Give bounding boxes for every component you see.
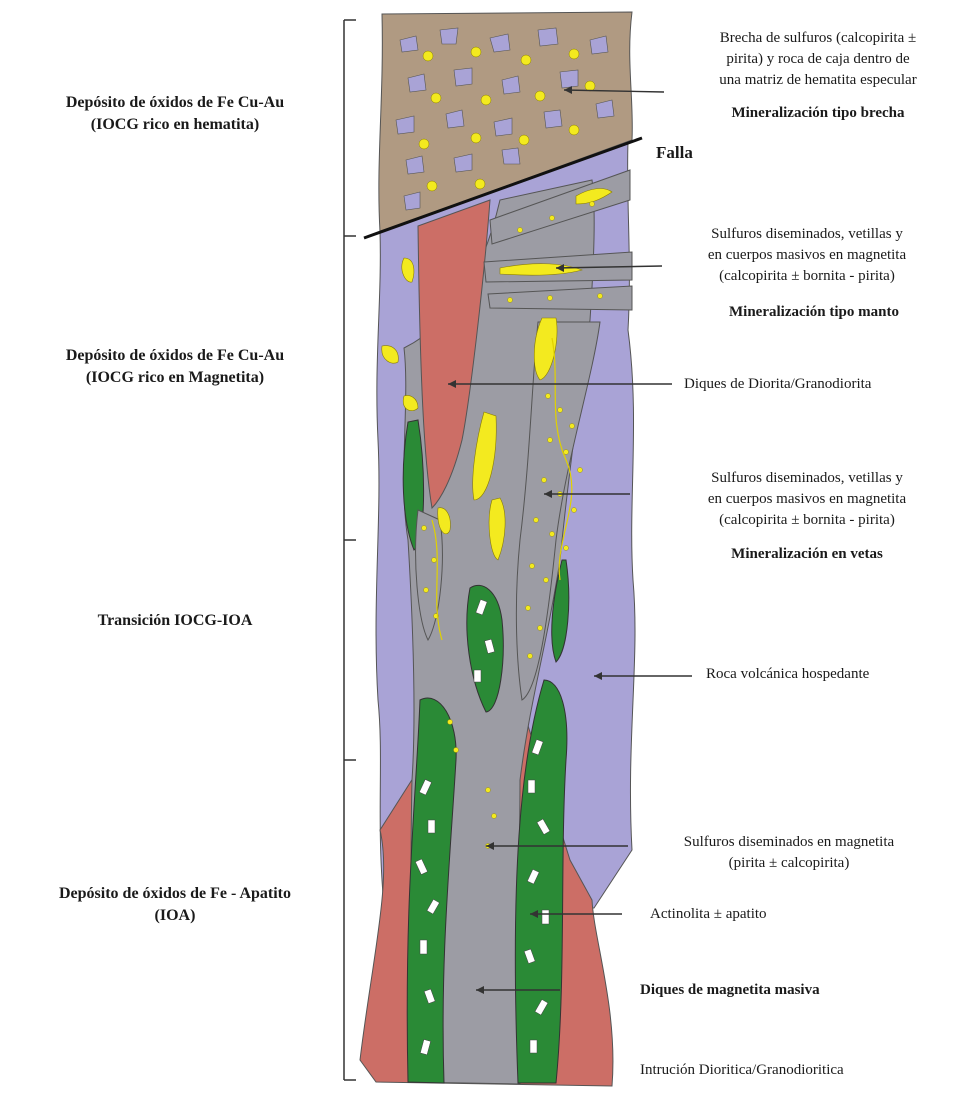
- annotation-fault: Falla: [656, 142, 693, 163]
- annotation-host-rock: Roca volcánica hospedante: [706, 664, 869, 685]
- zone-label-iocg-magnetite: Depósito de óxidos de Fe Cu-Au (IOCG ric…: [20, 345, 330, 389]
- annotation-veins-type: Mineralización en vetas: [668, 544, 946, 565]
- zone-label-iocg-hematite: Depósito de óxidos de Fe Cu-Au (IOCG ric…: [20, 92, 330, 136]
- zone-label-ioa: Depósito de óxidos de Fe - Apatito (IOA): [20, 883, 330, 927]
- annotation-breccia-description: Brecha de sulfuros (calcopirita ± pirita…: [682, 28, 954, 91]
- annotation-disseminated: Sulfuros diseminados en magnetita (pirit…: [636, 832, 942, 874]
- annotation-magnetite-dikes: Diques de magnetita masiva: [640, 980, 820, 1001]
- annotation-manto-type: Mineralización tipo manto: [678, 302, 950, 323]
- annotation-veins-description: Sulfuros diseminados, vetillas y en cuer…: [668, 468, 946, 531]
- zone-label-transition: Transición IOCG-IOA: [20, 610, 330, 632]
- annotation-breccia-type: Mineralización tipo brecha: [682, 103, 954, 124]
- annotation-dikes: Diques de Diorita/Granodiorita: [684, 374, 871, 395]
- annotation-intrusion: Intrución Dioritica/Granodioritica: [640, 1060, 844, 1081]
- annotation-actinolite: Actinolita ± apatito: [650, 904, 767, 925]
- zone-bracket: [344, 20, 356, 1080]
- annotation-manto-description: Sulfuros diseminados, vetillas y en cuer…: [668, 224, 946, 287]
